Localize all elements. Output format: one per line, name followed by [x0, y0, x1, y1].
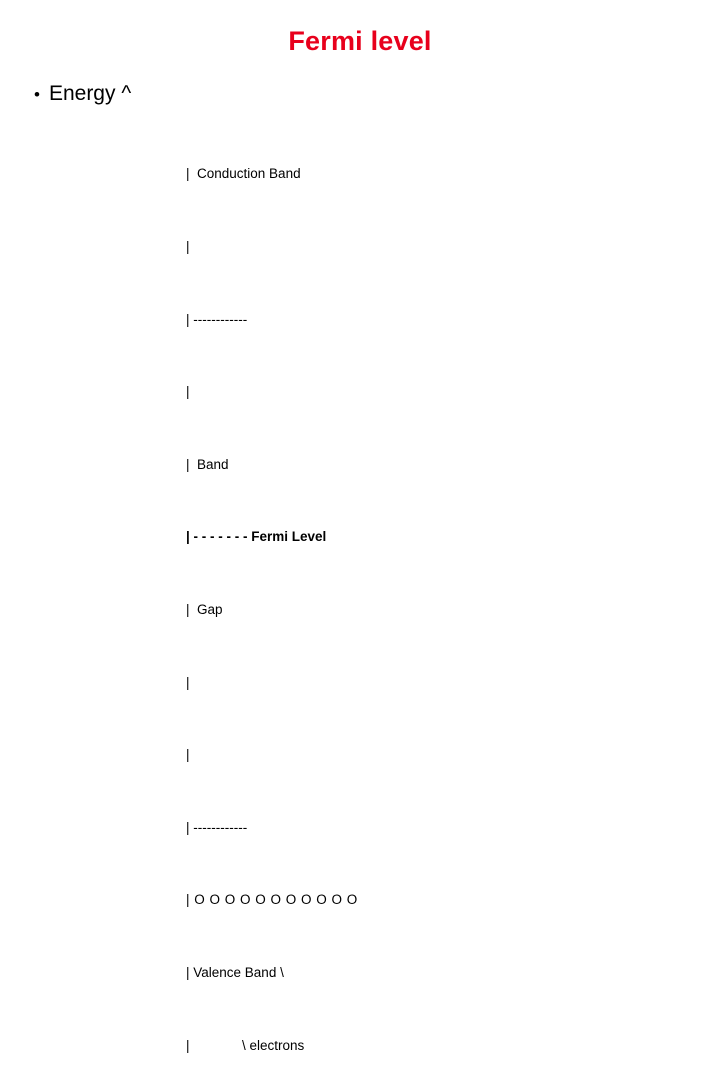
- ascii-band-diagram: | Conduction Band | | ------------ | | B…: [186, 114, 358, 1080]
- ascii-line: | Band: [186, 456, 229, 472]
- ascii-line: |: [186, 674, 190, 690]
- bullet-marker-icon: •: [34, 85, 40, 104]
- ascii-line: |: [186, 747, 190, 763]
- page-title: Fermi level: [288, 26, 432, 56]
- ascii-line: | ------------: [186, 311, 248, 327]
- ascii-line-valence-band: | Valence Band \: [186, 964, 284, 980]
- ascii-line-electron-row: | O O O O O O O O O O O: [186, 892, 358, 908]
- slide-canvas: Fermi level • Energy ^ | Conduction Band…: [34, 26, 432, 1053]
- ascii-line: | ------------: [186, 819, 248, 835]
- bullet-item-energy: • Energy ^: [34, 82, 334, 106]
- ascii-line-fermi-level: | - - - - - - - Fermi Level: [186, 529, 327, 545]
- bullet-item-label: Energy ^: [48, 82, 132, 105]
- ascii-line-electrons-label: | \ electrons: [186, 1037, 305, 1053]
- ascii-line: | Gap: [186, 601, 223, 617]
- ascii-line: | Conduction Band: [186, 166, 301, 182]
- ascii-line: |: [186, 239, 190, 254]
- ascii-line: |: [186, 384, 190, 400]
